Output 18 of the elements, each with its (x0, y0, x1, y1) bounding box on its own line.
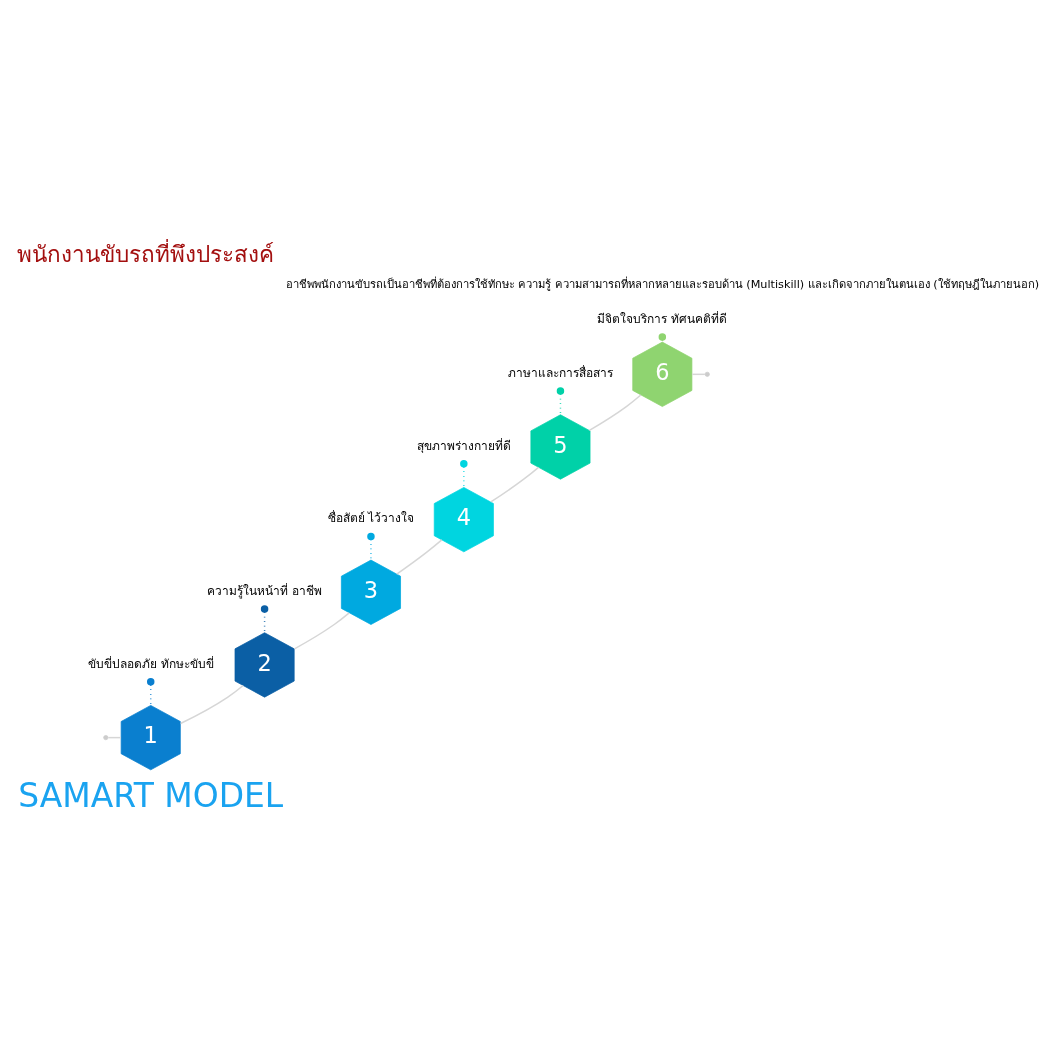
connector (588, 394, 642, 432)
connector (396, 539, 443, 575)
node-text: สุขภาพร่างกายที่ดี (416, 438, 511, 453)
connector (490, 466, 540, 503)
node-text: ภาษาและการสื่อสาร (507, 366, 613, 381)
node-text: มีจิตใจบริการ ทัศนคติที่ดี (597, 312, 728, 327)
connector (556, 387, 565, 416)
connector (179, 684, 244, 725)
connector (293, 612, 350, 650)
diagram-title: พนักงานขับรถที่พึงประสงค์ (16, 240, 274, 267)
node-text: ขับขี่ปลอดภัย ทักษะขับขี่ (87, 656, 214, 671)
label: SAMART MODEL (18, 776, 284, 816)
connector (460, 460, 468, 489)
node-text: ซื่อสัตย์ ไว้วางใจ (327, 511, 415, 526)
connector (147, 678, 155, 706)
node-text: ความรู้ในหน้าที่ อาชีพ (207, 584, 322, 599)
connector (260, 605, 269, 634)
label: อาชีพพนักงานขับรถเป็นอาชีพที่ต้องการใช้ทักษะ ความรู้ ความสามารถที่หลากหลายและรอบด้าน (Multiskill) และเกิดจากภายในตนเอง (ใช้ทฤษฎีในภายนอก) (285, 277, 1040, 291)
